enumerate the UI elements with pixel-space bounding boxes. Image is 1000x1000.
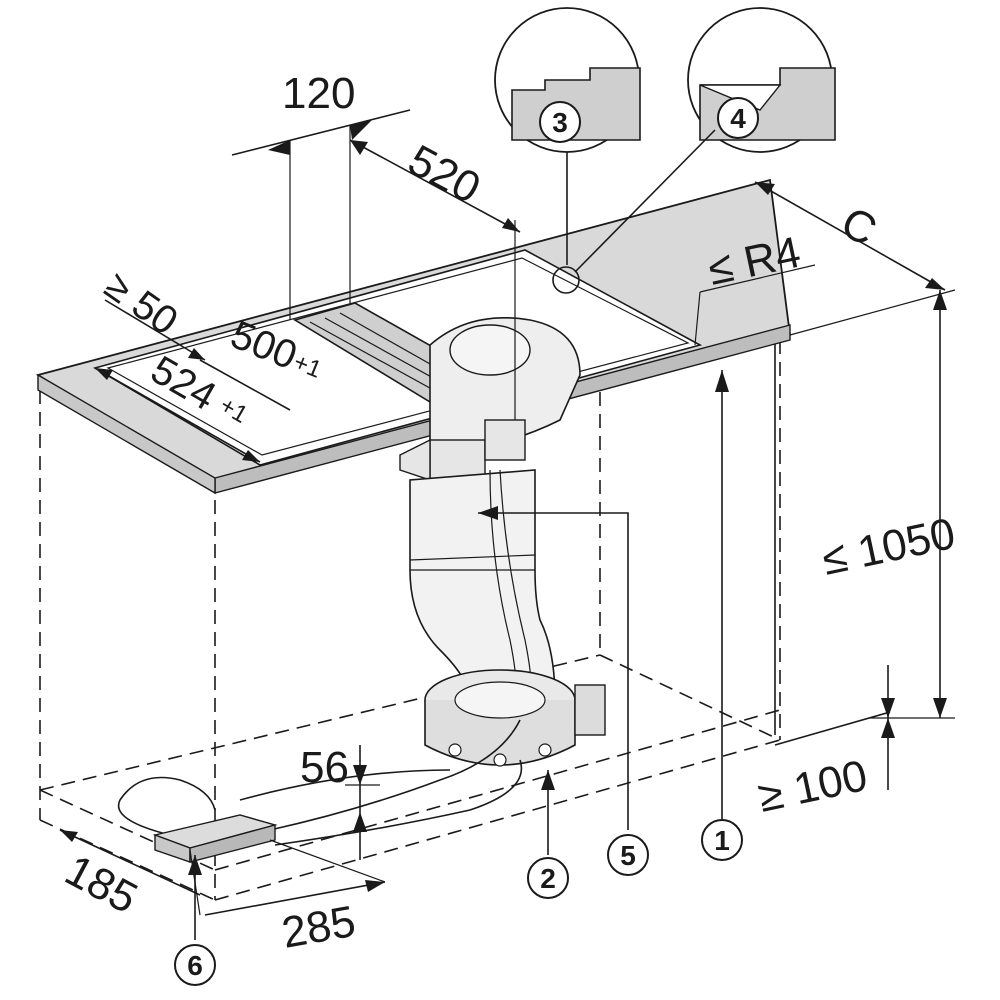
- callout-2: 2: [527, 857, 569, 899]
- svg-text:1: 1: [714, 825, 730, 856]
- svg-text:2: 2: [540, 863, 556, 894]
- callout-6: 6: [174, 944, 216, 986]
- detail-marker: [552, 266, 580, 294]
- dim-ge100: ≥ 100: [754, 751, 872, 822]
- cabinet-outline: [39, 260, 891, 901]
- dimension-lines: [59, 109, 956, 940]
- control-box: [152, 814, 278, 863]
- callout-4: 4: [717, 97, 759, 139]
- callout-3: 3: [539, 101, 581, 143]
- dim-le1050: ≤ 1050: [818, 509, 960, 585]
- callout-5: 5: [607, 834, 649, 876]
- svg-text:5: 5: [620, 840, 636, 871]
- dim-56: 56: [300, 743, 349, 792]
- dim-c: C: [833, 198, 884, 256]
- dim-ge50: ≥ 50: [97, 263, 186, 344]
- svg-text:6: 6: [187, 950, 203, 981]
- callout-1: 1: [701, 819, 743, 861]
- dim-520: 520: [400, 136, 488, 214]
- svg-text:3: 3: [552, 107, 568, 138]
- dim-120: 120: [282, 69, 355, 118]
- svg-text:4: 4: [730, 103, 746, 134]
- cables: [117, 719, 523, 846]
- fan-unit: [424, 669, 606, 767]
- motor-housing: [399, 317, 581, 481]
- dim-285: 285: [278, 897, 359, 958]
- dim-185: 185: [57, 846, 145, 924]
